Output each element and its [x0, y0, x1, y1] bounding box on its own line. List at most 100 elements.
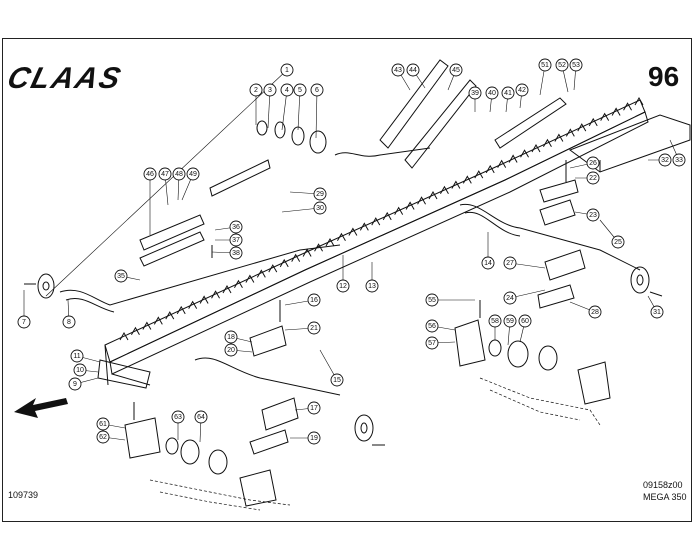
- slat-tooth: [199, 295, 209, 304]
- callout-number: 45: [452, 67, 460, 74]
- callout-number: 43: [394, 67, 402, 74]
- reference-number: 109739: [8, 490, 39, 500]
- callout-circle: [73, 363, 87, 377]
- callout-circle: [538, 58, 552, 72]
- callout-52: 52: [555, 58, 569, 72]
- callout-circle: [114, 269, 128, 283]
- callout-number: 63: [174, 414, 182, 421]
- slat-tooth: [222, 284, 232, 294]
- callout-number: 10: [76, 367, 84, 374]
- slat-tooth: [279, 258, 289, 268]
- callout-number: 58: [491, 318, 499, 325]
- callout-63: 63: [171, 410, 185, 424]
- slat-tooth: [394, 206, 404, 215]
- callout-number: 26: [589, 160, 597, 167]
- callout-circle: [515, 83, 529, 97]
- callout-number: 5: [298, 87, 302, 94]
- callout-number: 59: [506, 318, 514, 325]
- callout-number: 64: [197, 414, 205, 421]
- callout-number: 7: [22, 319, 26, 326]
- callout-number: 47: [161, 171, 169, 178]
- callout-circle: [194, 410, 208, 424]
- slat-tooth: [245, 274, 255, 283]
- slat-tooth: [119, 331, 129, 341]
- slat-tooth: [634, 96, 644, 106]
- callout-number: 22: [589, 175, 597, 182]
- callout-number: 25: [614, 239, 622, 246]
- callout-circle: [391, 63, 405, 77]
- slat-tooth: [165, 311, 175, 320]
- callout-number: 61: [99, 421, 107, 428]
- callout-number: 41: [504, 90, 512, 97]
- slat-tooth: [554, 133, 564, 142]
- callout-62: 62: [96, 430, 110, 444]
- callout-number: 53: [572, 62, 580, 69]
- callout-circle: [171, 410, 185, 424]
- callout-number: 40: [488, 90, 496, 97]
- callout-number: 1: [285, 67, 289, 74]
- slat-tooth: [565, 128, 575, 137]
- callout-circle: [586, 208, 600, 222]
- slat-tooth: [577, 123, 587, 132]
- direction-arrow-icon: [14, 398, 68, 418]
- callout-11: 11: [70, 349, 84, 363]
- callout-25: 25: [611, 235, 625, 249]
- callout-number: 19: [310, 435, 318, 442]
- callout-number: 46: [146, 171, 154, 178]
- callout-number: 60: [521, 318, 529, 325]
- chassis-outline: [149, 377, 601, 511]
- slat-tooth: [256, 269, 266, 278]
- callout-45: 45: [449, 63, 463, 77]
- slat-tooth: [291, 253, 301, 262]
- callout-36: 36: [229, 220, 243, 234]
- callout-circle: [518, 314, 532, 328]
- callout-53: 53: [569, 58, 583, 72]
- callout-64: 64: [194, 410, 208, 424]
- callout-number: 20: [227, 347, 235, 354]
- callout-circle: [330, 373, 344, 387]
- callout-9: 9: [68, 377, 82, 391]
- slat-tooth: [611, 107, 621, 116]
- callout-circle: [280, 63, 294, 77]
- callout-49: 49: [186, 167, 200, 181]
- bolts: [24, 160, 663, 446]
- slat-tooth: [325, 237, 335, 247]
- callout-16: 16: [307, 293, 321, 307]
- callout-27: 27: [503, 256, 517, 270]
- callout-22: 22: [586, 171, 600, 185]
- callout-number: 39: [471, 90, 479, 97]
- callout-circle: [307, 293, 321, 307]
- callout-circle: [336, 279, 350, 293]
- slat-tooth: [371, 217, 381, 226]
- callout-circle: [62, 315, 76, 329]
- slat-tooth: [142, 321, 152, 330]
- slat-tooth: [462, 175, 472, 184]
- callout-number: 55: [428, 297, 436, 304]
- callout-number: 62: [99, 434, 107, 441]
- callout-29: 29: [313, 187, 327, 201]
- callout-number: 16: [310, 297, 318, 304]
- callout-circle: [449, 63, 463, 77]
- callout-circle: [249, 83, 263, 97]
- callout-13: 13: [365, 279, 379, 293]
- callout-4: 4: [280, 83, 294, 97]
- elevator-body: [97, 99, 649, 389]
- callout-circle: [555, 58, 569, 72]
- callout-61: 61: [96, 417, 110, 431]
- slat-tooth: [211, 290, 220, 299]
- leader-line: [315, 89, 318, 139]
- leader-line: [297, 89, 301, 131]
- callout-circle: [501, 86, 515, 100]
- callout-circle: [96, 417, 110, 431]
- callout-circle: [503, 256, 517, 270]
- callout-number: 37: [232, 237, 240, 244]
- callout-circle: [307, 321, 321, 335]
- callout-30: 30: [313, 201, 327, 215]
- callout-circle: [586, 171, 600, 185]
- callout-circle: [488, 314, 502, 328]
- callout-10: 10: [73, 363, 87, 377]
- callout-circle: [485, 86, 499, 100]
- callout-number: 49: [189, 171, 197, 178]
- drag-strips: [139, 59, 567, 267]
